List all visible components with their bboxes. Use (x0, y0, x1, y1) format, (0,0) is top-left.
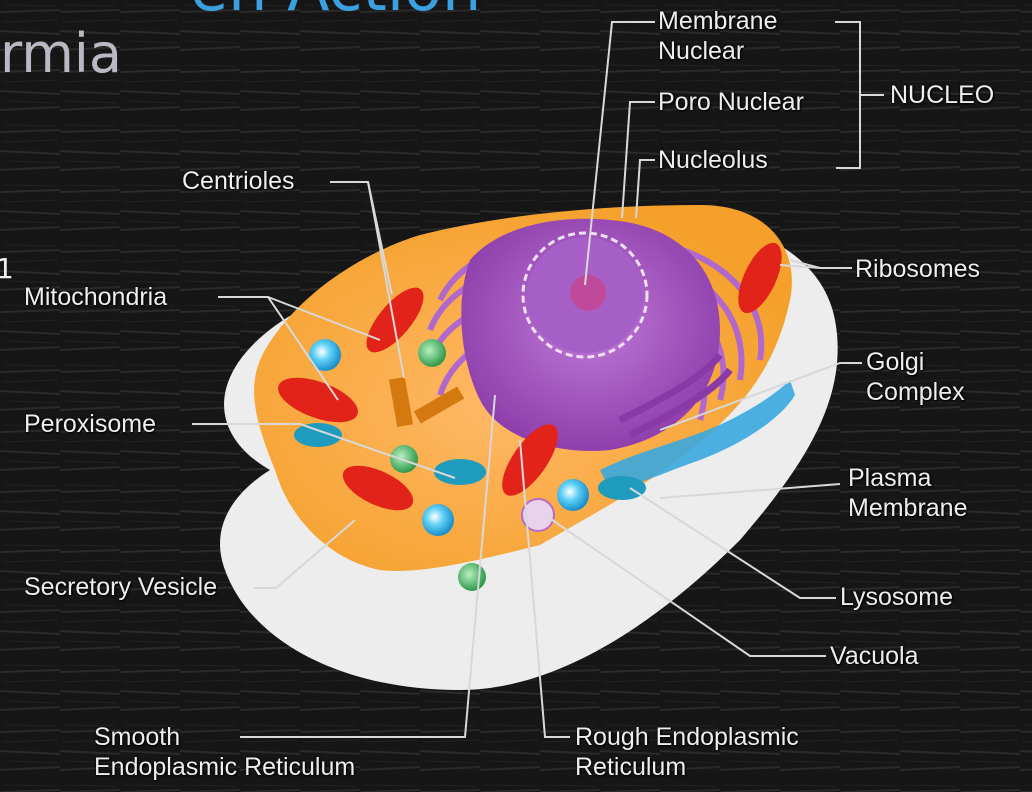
label-plasma-line1: Plasma (848, 463, 968, 493)
label-membrane-nuclear-line1: Membrane (658, 6, 778, 36)
label-smooth-er-line1: Smooth (94, 722, 355, 752)
label-vacuola: Vacuola (830, 641, 919, 671)
label-nucleo-group: NUCLEO (890, 80, 994, 110)
label-golgi-line1: Golgi (866, 347, 965, 377)
edge-number: 1 (0, 252, 14, 285)
label-plasma-line2: Membrane (848, 493, 968, 523)
label-centrioles: Centrioles (182, 166, 295, 196)
label-ribosomes: Ribosomes (855, 254, 980, 284)
label-poro-nuclear: Poro Nuclear (658, 87, 804, 117)
label-nucleolus: Nucleolus (658, 145, 768, 175)
label-mitochondria: Mitochondria (24, 282, 167, 312)
label-membrane-nuclear-line2: Nuclear (658, 36, 778, 66)
nucleus (461, 219, 720, 451)
slide-subtitle-fragment: rmia (0, 22, 122, 85)
label-golgi-line2: Complex (866, 377, 965, 407)
label-smooth-er-line2: Endoplasmic Reticulum (94, 752, 355, 782)
label-rough-er-line2: Reticulum (575, 752, 799, 782)
label-secretory-vesicle: Secretory Vesicle (24, 572, 217, 602)
label-plasma-membrane: Plasma Membrane (848, 463, 968, 523)
label-golgi-complex: Golgi Complex (866, 347, 965, 407)
label-smooth-er: Smooth Endoplasmic Reticulum (94, 722, 355, 782)
label-lysosome: Lysosome (840, 582, 953, 612)
label-membrane-nuclear: Membrane Nuclear (658, 6, 778, 66)
nucleolus-shape (570, 275, 606, 311)
label-peroxisome: Peroxisome (24, 409, 156, 439)
slide-title-fragment: en Action (190, 0, 481, 25)
label-rough-er-line1: Rough Endoplasmic (575, 722, 799, 752)
label-rough-er: Rough Endoplasmic Reticulum (575, 722, 799, 782)
